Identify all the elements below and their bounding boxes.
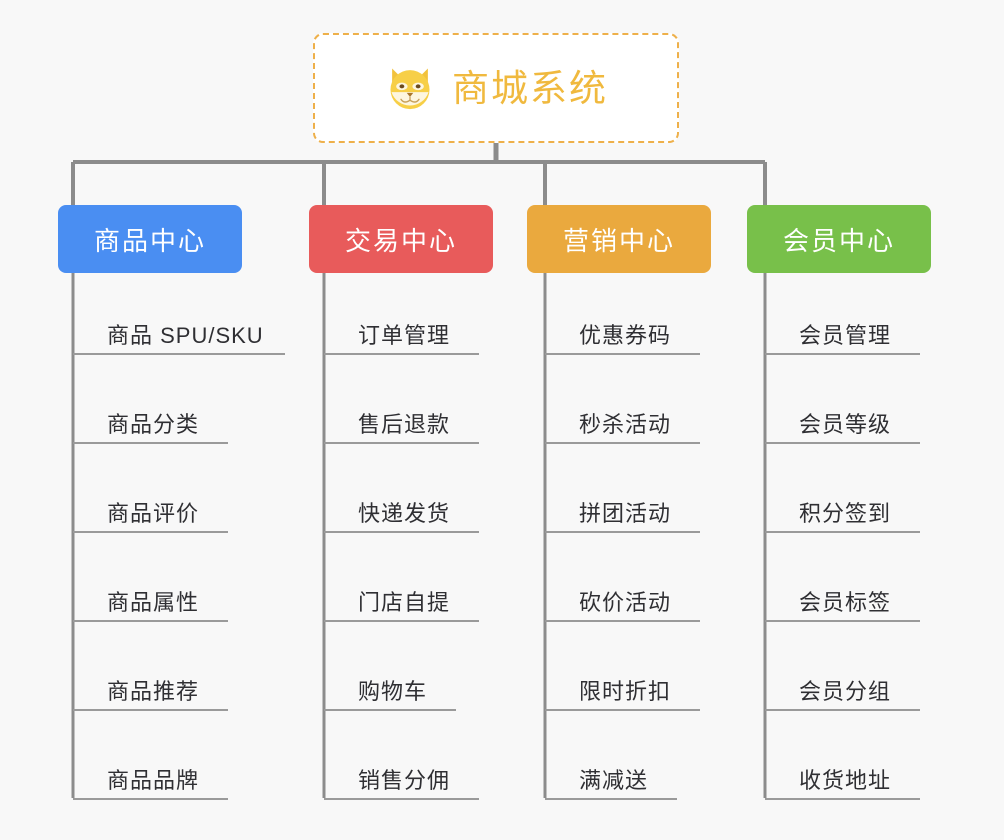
branch-header-label: 营销中心 <box>562 225 675 256</box>
leaf-item[interactable]: 商品 SPU/SKU <box>73 325 285 355</box>
leaf-item[interactable]: 门店自提 <box>324 592 479 622</box>
leaf-item[interactable]: 拼团活动 <box>545 503 700 533</box>
branch-header-4[interactable]: 会员中心 <box>747 205 931 273</box>
leaf-item[interactable]: 购物车 <box>324 681 456 711</box>
leaf-item[interactable]: 售后退款 <box>324 414 479 444</box>
leaf-item[interactable]: 砍价活动 <box>545 592 700 622</box>
leaf-item[interactable]: 会员等级 <box>765 414 920 444</box>
leaf-item[interactable]: 会员标签 <box>765 592 920 622</box>
branch-header-3[interactable]: 营销中心 <box>527 205 711 273</box>
branch-header-1[interactable]: 商品中心 <box>58 205 242 273</box>
leaf-item[interactable]: 订单管理 <box>324 325 479 355</box>
leaf-item[interactable]: 限时折扣 <box>545 681 700 711</box>
leaf-item[interactable]: 商品属性 <box>73 592 228 622</box>
leaf-item[interactable]: 满减送 <box>545 770 677 800</box>
leaf-item[interactable]: 销售分佣 <box>324 770 479 800</box>
root-node[interactable]: 商城系统 <box>313 33 679 143</box>
leaf-item[interactable]: 商品品牌 <box>73 770 228 800</box>
leaf-item[interactable]: 收货地址 <box>765 770 920 800</box>
branch-header-label: 交易中心 <box>344 225 457 256</box>
leaf-item[interactable]: 会员管理 <box>765 325 920 355</box>
leaf-item[interactable]: 商品推荐 <box>73 681 228 711</box>
shiba-dog-icon <box>390 68 430 113</box>
branch-header-2[interactable]: 交易中心 <box>309 205 493 273</box>
branch-header-label: 商品中心 <box>93 225 206 256</box>
leaf-item[interactable]: 商品评价 <box>73 503 228 533</box>
leaf-item[interactable]: 秒杀活动 <box>545 414 700 444</box>
leaf-item[interactable]: 优惠券码 <box>545 325 700 355</box>
leaf-item[interactable]: 商品分类 <box>73 414 228 444</box>
leaf-item[interactable]: 积分签到 <box>765 503 920 533</box>
branch-header-label: 会员中心 <box>782 225 895 256</box>
root-title: 商城系统 <box>452 67 608 109</box>
leaf-item[interactable]: 会员分组 <box>765 681 920 711</box>
leaf-item[interactable]: 快递发货 <box>324 503 479 533</box>
